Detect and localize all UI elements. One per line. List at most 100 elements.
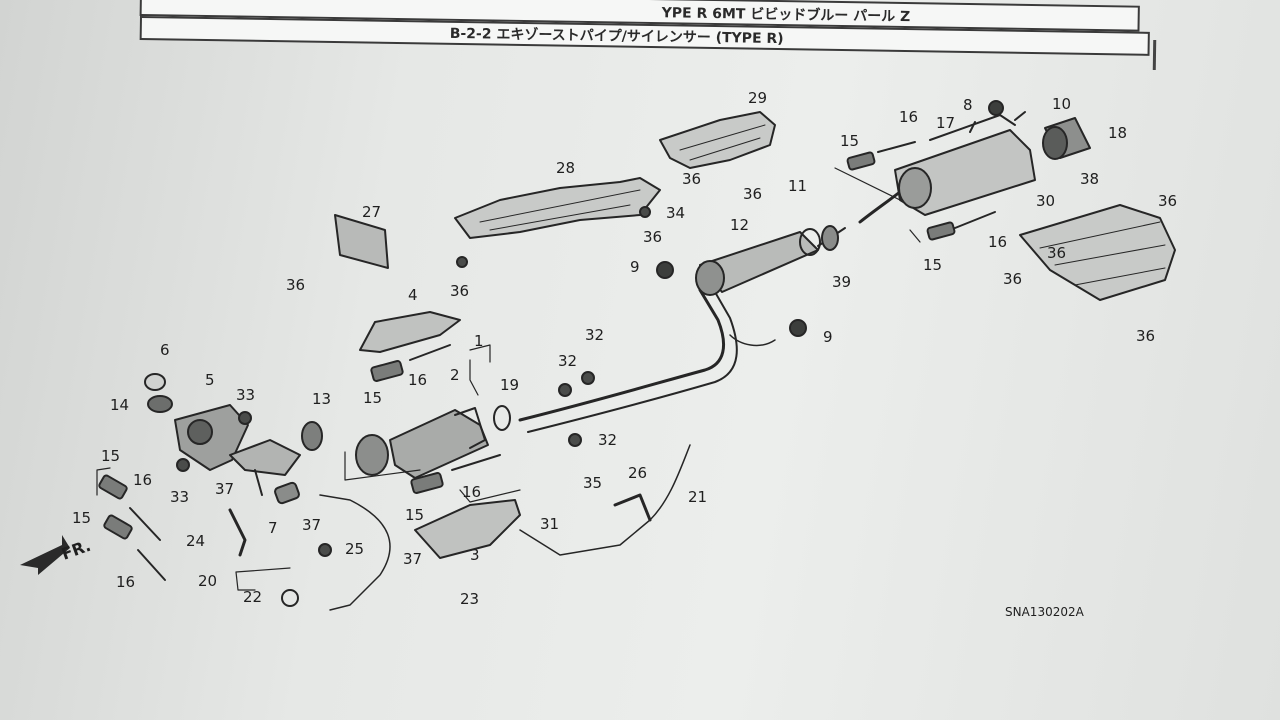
bolt-16b — [451, 454, 501, 471]
callout-36f: 36 — [1003, 270, 1022, 288]
callout-36c: 36 — [643, 228, 662, 246]
nut-33b — [176, 458, 190, 472]
bolt-16e — [129, 507, 161, 541]
callout-26: 26 — [628, 464, 647, 482]
nut-33a — [238, 411, 252, 425]
hanger-strap — [729, 334, 776, 347]
callout-24: 24 — [186, 532, 205, 550]
callout-5: 5 — [205, 371, 215, 389]
gasket-19 — [493, 405, 511, 431]
plate-27 — [334, 214, 389, 269]
callout-8: 8 — [963, 96, 973, 114]
callout-13: 13 — [312, 390, 331, 408]
bracket-26 — [613, 493, 652, 522]
heat-shield-3 — [414, 499, 521, 559]
callout-19: 19 — [500, 376, 519, 394]
spring-15a — [370, 360, 404, 382]
callout-16d: 16 — [988, 233, 1007, 251]
callout-39: 39 — [832, 273, 851, 291]
hanger-rubber-8 — [988, 100, 1004, 116]
callout-32a: 32 — [585, 326, 604, 344]
callout-29: 29 — [748, 89, 767, 107]
callout-37b: 37 — [302, 516, 321, 534]
exhaust-manifold — [174, 404, 301, 496]
hanger-rubber-9a — [656, 261, 674, 279]
callout-16f: 16 — [116, 573, 135, 591]
callout-9b: 9 — [823, 328, 833, 346]
callout-4: 4 — [408, 286, 418, 304]
callout-numbers: 1 2 3 4 5 6 7 8 9 9 10 11 12 13 14 15 15… — [72, 89, 1177, 608]
callout-33b: 33 — [170, 488, 189, 506]
callout-32c: 32 — [598, 431, 617, 449]
stud-7 — [274, 481, 300, 505]
callout-16b: 16 — [462, 483, 481, 501]
callout-20: 20 — [198, 572, 217, 590]
callout-12: 12 — [730, 216, 749, 234]
clip-25 — [318, 543, 332, 557]
callout-16c: 16 — [899, 108, 918, 126]
callout-36i: 36 — [1047, 244, 1066, 262]
callout-35: 35 — [583, 474, 602, 492]
heat-shield-30 — [1019, 204, 1176, 301]
nut-32c — [568, 433, 582, 447]
nut-34 — [639, 206, 651, 218]
callout-15f: 15 — [923, 256, 942, 274]
callout-22: 22 — [243, 588, 262, 606]
spring-15f — [926, 221, 956, 241]
bolt-16c — [877, 141, 916, 153]
callout-36e: 36 — [743, 185, 762, 203]
callout-9a: 9 — [630, 258, 640, 276]
front-direction-indicator: FR. — [20, 535, 93, 575]
o2-sensor-harness-21 — [519, 444, 691, 556]
callout-17: 17 — [936, 114, 955, 132]
heat-shield-4 — [359, 311, 461, 353]
callout-36h: 36 — [1158, 192, 1177, 210]
bolt-16f — [137, 549, 166, 581]
callout-10: 10 — [1052, 95, 1071, 113]
callout-25: 25 — [345, 540, 364, 558]
callout-11: 11 — [788, 177, 807, 195]
exhaust-pipe — [518, 260, 726, 422]
callout-6: 6 — [160, 341, 170, 359]
callout-2: 2 — [450, 366, 460, 384]
hanger-rubber-9b — [789, 319, 807, 337]
callout-37a: 37 — [215, 480, 234, 498]
callout-36a: 36 — [286, 276, 305, 294]
callout-28: 28 — [556, 159, 575, 177]
callout-30: 30 — [1036, 192, 1055, 210]
callout-31: 31 — [540, 515, 559, 533]
callout-14: 14 — [110, 396, 129, 414]
tail-finisher — [1042, 117, 1091, 160]
callout-36g: 36 — [1136, 327, 1155, 345]
bolt-16d — [954, 211, 996, 229]
callout-15c: 15 — [101, 447, 120, 465]
gasket-14 — [147, 395, 173, 413]
center-silencer — [695, 227, 846, 296]
callout-16e: 16 — [133, 471, 152, 489]
callout-3: 3 — [470, 546, 480, 564]
callout-23: 23 — [460, 590, 479, 608]
bolt-36 — [456, 256, 468, 268]
bolt-16a — [409, 344, 451, 361]
gasket-39 — [821, 225, 839, 251]
diagram-code: SNA130202A — [1005, 605, 1085, 619]
callout-15a: 15 — [363, 389, 382, 407]
callout-36d: 36 — [682, 170, 701, 188]
callout-18: 18 — [1108, 124, 1127, 142]
callout-21: 21 — [688, 488, 707, 506]
heat-shield-29 — [659, 111, 776, 169]
nut-32a — [581, 371, 595, 385]
callout-1: 1 — [474, 332, 484, 350]
rear-muffler — [894, 111, 1036, 216]
callout-33a: 33 — [236, 386, 255, 404]
callout-27: 27 — [362, 203, 381, 221]
callout-16a: 16 — [408, 371, 427, 389]
callout-32b: 32 — [558, 352, 577, 370]
callout-38: 38 — [1080, 170, 1099, 188]
heat-shield-28 — [454, 177, 661, 239]
o2-sensor-harness-20 — [319, 494, 391, 611]
clip-22 — [281, 589, 299, 607]
catalytic-converter — [355, 407, 489, 479]
